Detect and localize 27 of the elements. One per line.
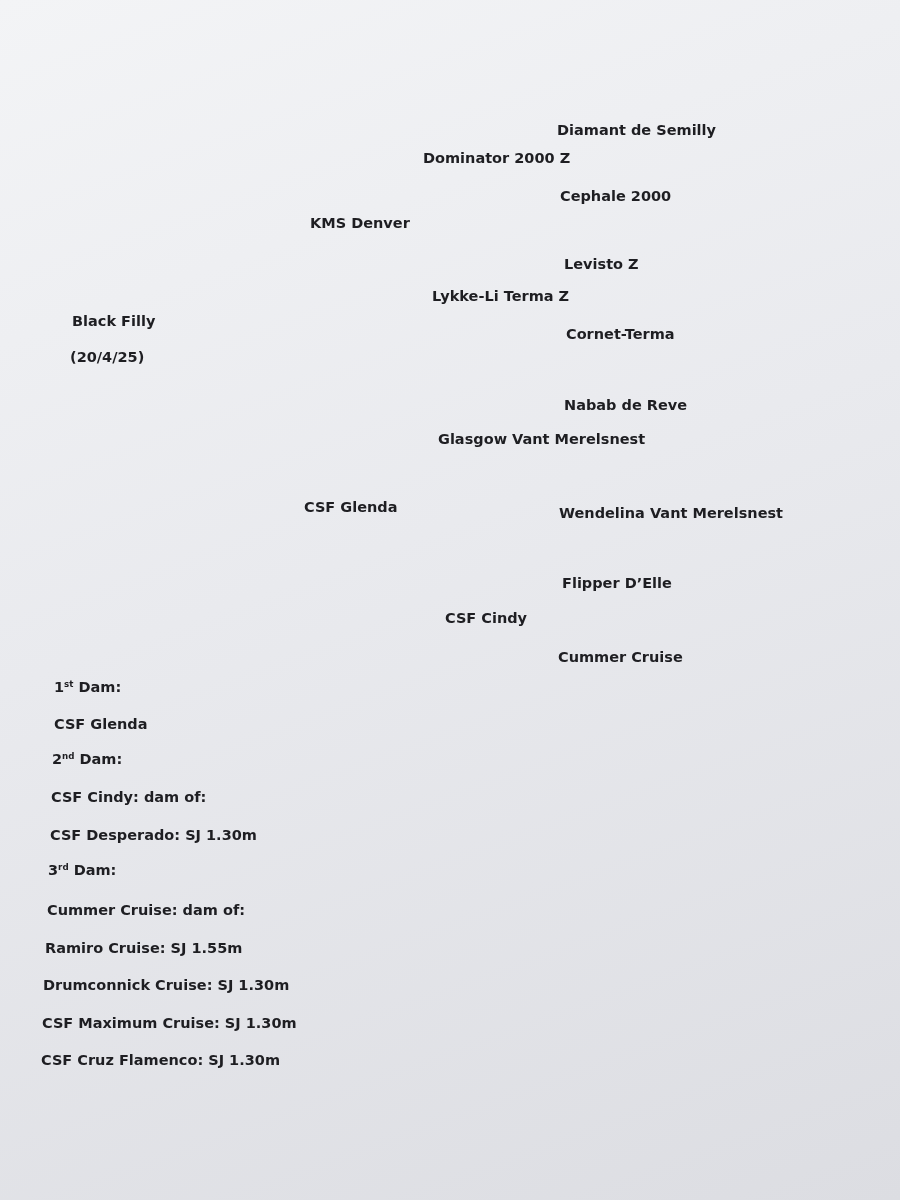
pedigree-text: Flipper D’Elle — [562, 575, 672, 591]
pedigree-text: CSF Desperado: SJ 1.30m — [50, 827, 257, 843]
pedigree-text: CSF Glenda — [54, 716, 148, 732]
pedigree-text: Cummer Cruise: dam of: — [47, 902, 245, 918]
pedigree-text: CSF Cindy: dam of: — [51, 789, 207, 805]
pedigree-text: CSF Maximum Cruise: SJ 1.30m — [42, 1015, 297, 1031]
pedigree-text: Nabab de Reve — [564, 397, 688, 413]
pedigree-text: CSF Cindy — [445, 610, 528, 626]
pedigree-text: Levisto Z — [564, 256, 639, 272]
pedigree-text: (20/4/25) — [70, 349, 145, 365]
pedigree-text: CSF Cruz Flamenco: SJ 1.30m — [41, 1052, 280, 1068]
pedigree-text: Diamant de Semilly — [557, 122, 716, 138]
pedigree-text: 3$^{rd}$ Dam: — [48, 862, 117, 878]
pedigree-text: Drumconnick Cruise: SJ 1.30m — [43, 977, 290, 993]
pedigree-text: 2$^{nd}$ Dam: — [52, 751, 123, 767]
pedigree-text: Dominator 2000 Z — [423, 150, 571, 166]
pedigree-text: Black Filly — [72, 313, 156, 329]
pedigree-text: Ramiro Cruise: SJ 1.55m — [45, 940, 243, 956]
pedigree-text: Cummer Cruise — [558, 649, 683, 665]
pedigree-text: Glasgow Vant Merelsnest — [438, 431, 646, 447]
pedigree-text: KMS Denver — [310, 215, 410, 231]
pedigree-text: Cephale 2000 — [560, 188, 672, 204]
pedigree-text: 1$^{st}$ Dam: — [54, 679, 122, 695]
pedigree-text: Cornet-Terma — [566, 326, 675, 342]
pedigree-text: Lykke-Li Terma Z — [432, 288, 570, 304]
pedigree-text: Wendelina Vant Merelsnest — [559, 505, 784, 521]
pedigree-text: CSF Glenda — [304, 499, 398, 515]
